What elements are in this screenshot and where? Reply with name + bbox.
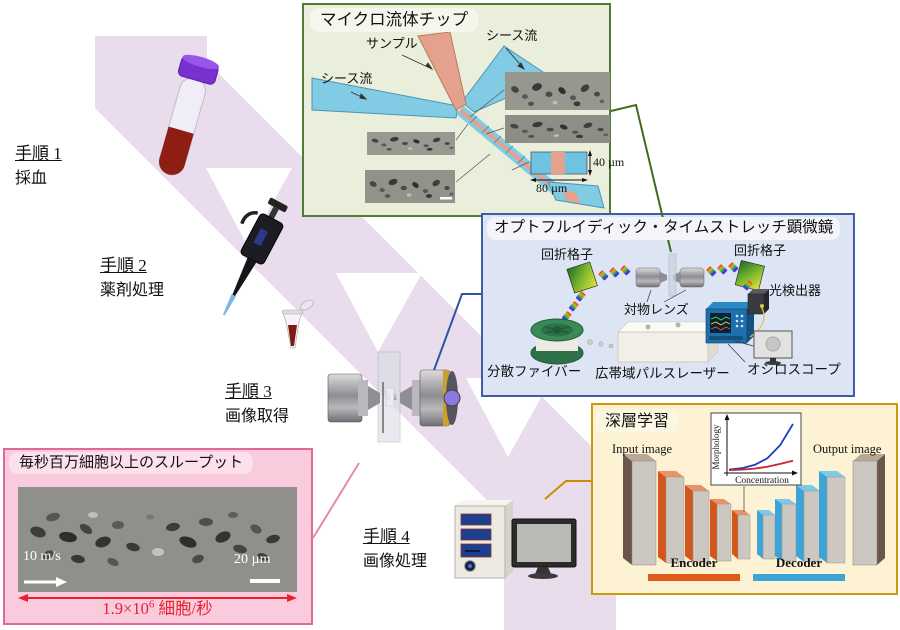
step2-label: 手順 2 — [100, 256, 147, 275]
throughput-value: 1.9×106 細胞/秒 — [40, 598, 275, 619]
grating-right-label: 回折格子 — [734, 243, 787, 258]
step3-label: 手順 3 — [225, 382, 272, 401]
step2-desc: 薬剤処理 — [100, 282, 165, 299]
arrow-band-notches — [206, 168, 552, 457]
step1-desc: 採血 — [15, 170, 48, 187]
encoder-label: Encoder — [670, 555, 718, 570]
microfluidic-title: マイクロ流体チップ — [310, 8, 479, 32]
step4-desc: 画像処理 — [363, 553, 428, 570]
throughput-title: 毎秒百万細胞以上のスループット — [9, 452, 254, 474]
objective-label: 対物レンズ — [624, 302, 689, 317]
scale-bar-label: 20 µm — [234, 552, 271, 567]
channel-height-label: 40 µm — [593, 155, 625, 169]
step4-label: 手順 4 — [363, 527, 410, 546]
step3-desc: 画像取得 — [225, 408, 290, 425]
flow-speed-label: 10 m/s — [23, 549, 61, 564]
decoder-label: Decoder — [775, 555, 823, 570]
oscilloscope-label: オシロスコープ — [747, 362, 841, 377]
sample-label: サンプル — [366, 36, 418, 51]
input-image-label: Input image — [612, 442, 673, 456]
grating-left-label: 回折格子 — [541, 247, 594, 262]
fiber-label: 分散ファイバー — [487, 364, 582, 379]
laser-label: 広帯域パルスレーザー — [595, 366, 730, 381]
optics-title: オプトフルイディック・タイムストレッチ顕微鏡 — [487, 217, 841, 240]
throughput-value-unit: 細胞/秒 — [154, 599, 213, 618]
throughput-value-exp: 6 — [148, 598, 155, 611]
sheath-right-label: シース流 — [486, 28, 538, 43]
output-image-label: Output image — [813, 442, 882, 456]
step1-label: 手順 1 — [15, 144, 62, 163]
throughput-value-base: 1.9×10 — [102, 599, 149, 618]
detector-label: 光検出器 — [769, 283, 822, 298]
sheath-left-label: シース流 — [321, 71, 373, 86]
channel-width-label: 80 µm — [536, 181, 568, 195]
deep-learning-title: 深層学習 — [595, 410, 680, 434]
